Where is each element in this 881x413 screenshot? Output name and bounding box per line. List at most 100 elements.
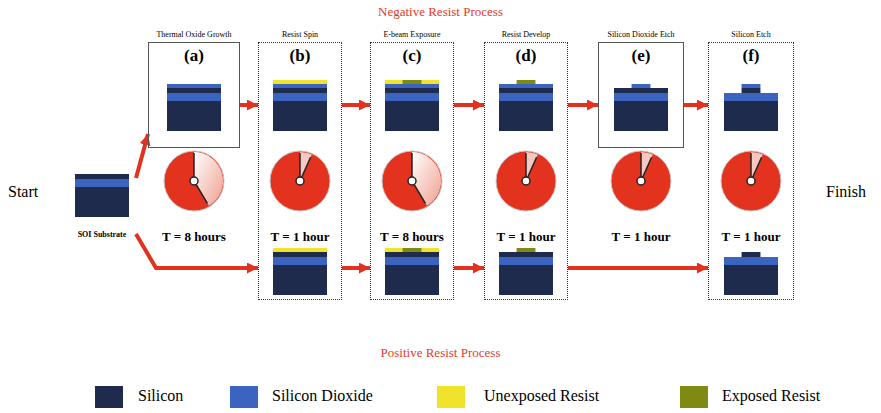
wafer-layer <box>75 179 129 187</box>
wafer-layer <box>724 257 778 265</box>
flow-arrow <box>568 103 598 107</box>
clock-icon <box>496 151 556 211</box>
step-duration: T = 1 hour <box>689 229 813 245</box>
wafer-layer <box>167 93 221 101</box>
wafer-layer <box>273 80 327 84</box>
clock-center <box>522 177 530 185</box>
clock-face <box>721 151 781 211</box>
step-heading: Resist Spin <box>239 30 361 39</box>
wafer-layer <box>724 93 778 101</box>
wafer-layer <box>167 84 221 88</box>
legend-swatch <box>680 386 708 408</box>
wafer-layer <box>385 257 439 265</box>
clock-face <box>270 151 330 211</box>
flow-arrow <box>454 266 484 270</box>
flow-arrow <box>136 134 148 178</box>
wafer-layer <box>499 93 553 101</box>
clock-center <box>408 177 416 185</box>
legend-swatch <box>230 386 258 408</box>
clock-icon <box>164 151 224 211</box>
clock-icon <box>270 151 330 211</box>
wafer-layer <box>632 84 651 88</box>
step-duration: T = 8 hours <box>129 229 259 245</box>
wafer-cross-section <box>724 252 778 295</box>
wafer-layer <box>167 101 221 131</box>
wafer-layer <box>724 101 778 131</box>
wafer-layer <box>75 187 129 217</box>
flow-arrow <box>342 103 370 107</box>
step-heading: Silicon Etch <box>689 30 813 39</box>
wafer-cross-section <box>385 248 439 295</box>
step-letter: (d) <box>465 46 587 66</box>
wafer-layer <box>724 265 778 295</box>
wafer-layer <box>167 88 221 93</box>
clock-icon <box>382 151 442 211</box>
step-letter: (f) <box>689 46 813 66</box>
wafer-layer <box>517 248 536 252</box>
clock-center <box>637 177 645 185</box>
clock-elapsed <box>194 152 223 206</box>
clock-icon <box>611 151 671 211</box>
clock-face <box>164 151 224 211</box>
legend-swatch <box>95 386 123 408</box>
wafer-layer <box>517 80 536 84</box>
step-letter: (e) <box>579 46 703 66</box>
step-heading: Thermal Oxide Growth <box>129 30 259 39</box>
process-step-box: E-beam Exposure(c)T = 8 hours <box>370 42 454 300</box>
process-step-box: Silicon Etch(f)T = 1 hour <box>708 42 794 300</box>
wafer-layer <box>742 88 761 93</box>
process-step-box: Resist Develop(d)T = 1 hour <box>484 42 568 300</box>
flow-arrow <box>342 266 370 270</box>
clock-center <box>296 177 304 185</box>
wafer-layer <box>385 93 439 101</box>
step-heading: Resist Develop <box>465 30 587 39</box>
wafer-cross-section <box>167 84 221 131</box>
step-letter: (c) <box>351 46 473 66</box>
wafer-cross-section <box>724 84 778 131</box>
wafer-layer <box>742 84 761 88</box>
wafer-layer <box>273 88 327 93</box>
wafer-layer <box>614 88 668 93</box>
wafer-layer <box>273 257 327 265</box>
flow-arrow <box>568 266 708 270</box>
clock-elapsed <box>412 152 441 206</box>
wafer-layer <box>385 248 439 252</box>
wafer-layer <box>273 93 327 101</box>
wafer-layer <box>499 88 553 93</box>
clock-face <box>496 151 556 211</box>
legend-text: Exposed Resist <box>722 387 820 405</box>
wafer-layer <box>273 265 327 295</box>
clock-face <box>611 151 671 211</box>
wafer-layer <box>403 80 422 84</box>
wafer-layer <box>385 265 439 295</box>
wafer-layer <box>273 101 327 131</box>
wafer-layer <box>499 252 553 257</box>
soi-wafer <box>75 174 129 217</box>
step-heading: E-beam Exposure <box>351 30 473 39</box>
flow-label: Start <box>8 183 38 201</box>
wafer-layer <box>403 248 422 252</box>
caption: Positive Resist Process <box>0 345 881 361</box>
wafer-layer <box>742 252 761 257</box>
legend-text: Silicon Dioxide <box>272 387 373 405</box>
wafer-layer <box>385 252 439 257</box>
wafer-layer <box>385 84 439 88</box>
legend-text: Silicon <box>138 387 183 405</box>
legend-text: Unexposed Resist <box>484 387 599 405</box>
wafer-layer <box>273 84 327 88</box>
flow-arrow <box>684 103 708 107</box>
clock-icon <box>721 151 781 211</box>
substrate-node: SOI Substrate <box>68 168 136 248</box>
step-duration: T = 1 hour <box>579 229 703 245</box>
wafer-layer <box>385 80 439 84</box>
clock-center <box>190 177 198 185</box>
step-duration: T = 1 hour <box>239 229 361 245</box>
clock-face <box>382 151 442 211</box>
clock-center <box>747 177 755 185</box>
wafer-cross-section <box>273 248 327 295</box>
step-letter: (b) <box>239 46 361 66</box>
wafer-layer <box>499 257 553 265</box>
wafer-cross-section <box>499 248 553 295</box>
wafer-cross-section <box>499 80 553 131</box>
